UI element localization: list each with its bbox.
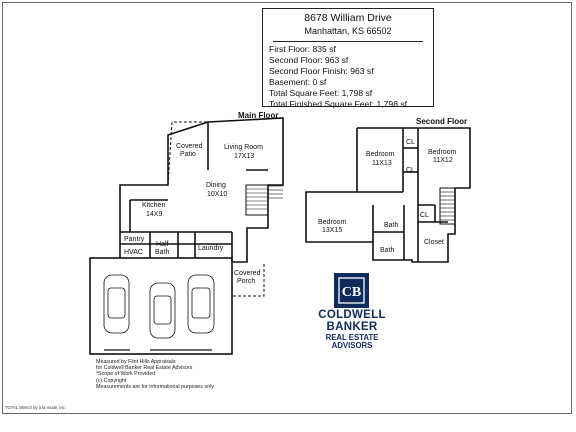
dining-dim: 10X10	[207, 191, 227, 198]
closet-label-2: CL	[406, 167, 415, 174]
second-floor-stairs	[440, 191, 455, 221]
covered-porch-label-1: Covered	[234, 270, 261, 277]
credit-line: Measurements are for informational purpo…	[96, 383, 215, 390]
second-floor-finish-sf: Second Floor Finish: 963 sf	[269, 66, 374, 76]
footer-note: TOTAL Sketch by a la mode, inc.	[5, 405, 66, 410]
second-floor-outline	[305, 127, 471, 263]
property-address: 8678 William Drive	[304, 12, 392, 24]
brand-name: COLDWELL BANKER	[318, 309, 386, 333]
total-sf: Total Square Feet: 1,798 sf	[269, 88, 373, 98]
cb-monogram-icon: CB	[338, 277, 365, 304]
second-floor-sf: Second Floor: 963 sf	[269, 55, 349, 65]
kitchen-label: Kitchen	[142, 202, 165, 209]
basement-sf: Basement: 0 sf	[269, 77, 327, 87]
half-bath-label-2: Bath	[155, 249, 170, 256]
bedroom-c-dim: 13X15	[322, 227, 342, 234]
page-border	[2, 2, 572, 414]
living-room-label: Living Room	[224, 144, 263, 151]
credit-line: for Coldwell Banker Real Estate Advisors	[96, 365, 193, 372]
bedroom-b-label: Bedroom	[428, 149, 457, 156]
property-info-box: 8678 William Drive Manhattan, KS 66502 F…	[262, 8, 434, 110]
bedroom-c-label: Bedroom	[318, 219, 347, 226]
credit-line: *Scope of Work Provided	[96, 371, 156, 378]
kitchen-dim: 14X9	[146, 211, 162, 218]
main-floor-stairs	[246, 185, 283, 210]
credit-line: Measured by Flint Hills Appraisals	[96, 359, 176, 365]
car-icon	[103, 274, 215, 339]
main-body-outline	[119, 117, 284, 263]
brand-line-2: REAL ESTATE	[325, 333, 379, 342]
square-footage-list: First Floor: 835 sf Second Floor: 963 sf…	[269, 44, 407, 110]
covered-patio-label-1: Covered	[176, 143, 203, 150]
bedroom-a-label: Bedroom	[366, 151, 395, 158]
measurement-credits: Measured by Flint Hills Appraisals for C…	[96, 359, 214, 390]
second-floor-walls	[305, 127, 471, 263]
credit-line: (c) Copyright	[96, 377, 127, 384]
bath-label-1: Bath	[384, 222, 399, 229]
closet-label-3: CL	[420, 212, 429, 219]
hvac-label: HVAC	[124, 249, 143, 256]
living-room-dim: 17X13	[234, 153, 254, 160]
pantry-label: Pantry	[124, 236, 145, 243]
closet-label: Closet	[424, 239, 444, 246]
bath-label-2: Bath	[380, 247, 395, 254]
property-city: Manhattan, KS 66502	[304, 26, 392, 36]
main-floor-title: Main Floor	[238, 111, 278, 120]
dining-label: Dining	[206, 182, 226, 189]
garage-outline	[89, 257, 233, 355]
bedroom-a-dim: 11X13	[372, 160, 392, 167]
covered-porch-outline	[231, 262, 265, 297]
second-floor-title: Second Floor	[416, 117, 467, 126]
svg-text:CB: CB	[342, 285, 361, 300]
covered-porch-label-2: Porch	[237, 278, 255, 285]
info-divider	[273, 41, 423, 42]
total-finished-sf: Total Finished Square Feet: 1,798 sf	[269, 99, 408, 109]
first-floor-sf: First Floor: 835 sf	[269, 44, 336, 54]
laundry-label: Laundry	[198, 245, 224, 252]
brand-text: COLDWELL BANKER REAL ESTATE ADVISORS	[296, 309, 408, 350]
covered-patio-label-2: Patio	[180, 151, 196, 158]
main-floor-walls	[89, 117, 284, 355]
bedroom-b-dim: 11X12	[433, 157, 453, 164]
closet-label-1: CL	[406, 139, 415, 146]
covered-patio-outline	[167, 121, 208, 186]
brand-line-3: ADVISORS	[331, 341, 373, 350]
half-bath-label-1: Half	[156, 241, 169, 248]
coldwell-banker-logo: CB	[334, 273, 369, 308]
